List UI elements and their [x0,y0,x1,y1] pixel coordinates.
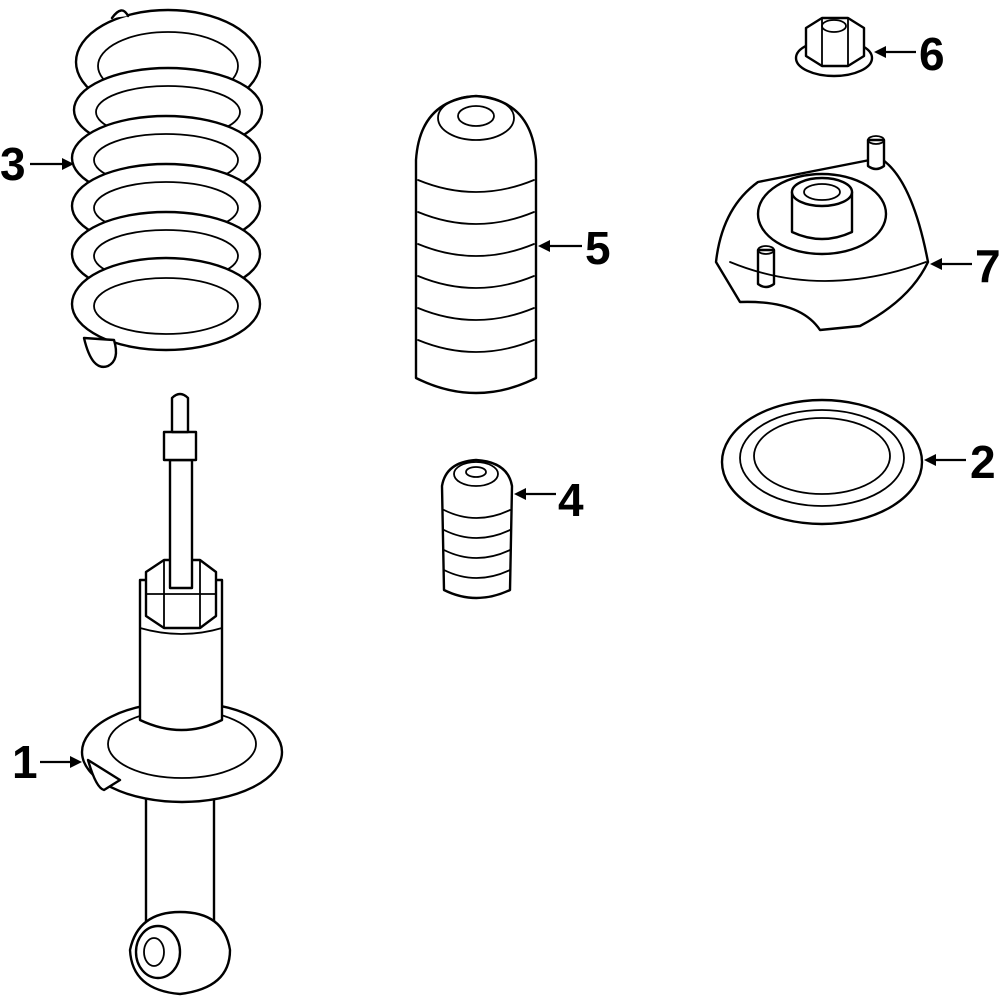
callout-5: 5 [538,222,611,274]
strut-mount-part-7 [714,135,930,332]
callout-1-arrowhead [70,756,82,768]
callout-3-arrowhead [62,158,74,170]
callout-1: 1 [12,736,82,788]
dust-boot-part-5 [414,94,538,395]
flange-nut-part-6 [794,16,874,78]
callout-7-arrowhead [930,258,942,270]
callout-5-arrowhead [538,240,550,252]
coil-spring-part-3 [70,8,264,369]
spring-seat-part-2 [720,398,924,526]
callout-6-arrowhead [874,46,886,58]
callout-7: 7 [930,240,1000,292]
callout-2-arrowhead [924,454,936,466]
callout-4: 4 [514,474,584,526]
callout-6: 6 [874,28,945,80]
callout-3-number: 3 [0,138,26,190]
callout-2-number: 2 [970,436,996,488]
bump-stop-part-4 [440,458,514,600]
callout-1-number: 1 [12,736,38,788]
callout-7-number: 7 [975,240,1000,292]
callout-4-arrowhead [514,488,526,500]
shock-absorber-part-1 [80,392,284,996]
callout-4-number: 4 [558,474,584,526]
callout-6-number: 6 [919,28,945,80]
callout-3: 3 [0,138,74,190]
callout-2: 2 [924,436,996,488]
callout-5-number: 5 [585,222,611,274]
